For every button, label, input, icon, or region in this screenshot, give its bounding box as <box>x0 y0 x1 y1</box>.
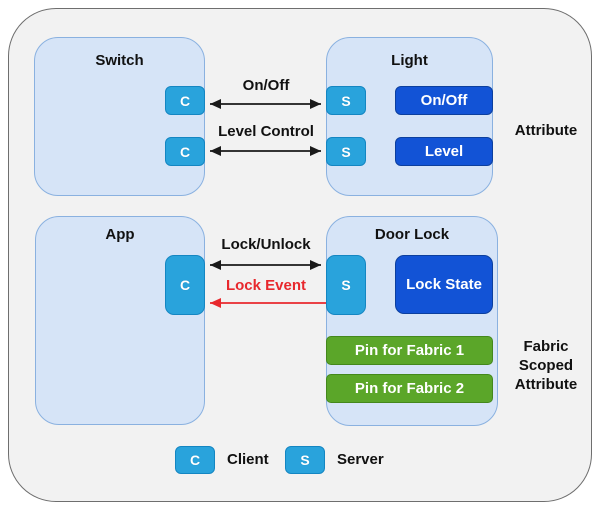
app-client-port-badge: C <box>165 255 205 315</box>
on-off-attribute: On/Off <box>395 86 493 115</box>
pin-fabric-1-attribute: Pin for Fabric 1 <box>326 336 493 365</box>
legend-client-badge: C <box>175 446 215 474</box>
lock-unlock-interaction-label: Lock/Unlock <box>221 236 311 253</box>
node-app-title: App <box>105 226 135 243</box>
door-lock-server-port-badge: S <box>326 255 366 315</box>
level-control-interaction-label: Level Control <box>218 123 314 140</box>
lock-event-interaction-label: Lock Event <box>225 277 307 294</box>
legend-server-badge: S <box>285 446 325 474</box>
node-light-title: Light <box>391 52 428 69</box>
node-door-lock-title: Door Lock <box>374 226 450 243</box>
node-app: App <box>35 216 205 425</box>
light-server-port-badge: S <box>326 86 366 115</box>
legend-client-label: Client <box>227 451 269 468</box>
switch-client-port-badge: C <box>165 137 205 166</box>
switch-client-port-badge: C <box>165 86 205 115</box>
legend-server-label: Server <box>337 451 384 468</box>
light-server-port-badge: S <box>326 137 366 166</box>
attribute-annotation: Attribute <box>514 122 578 139</box>
lock-state-attribute: Lock State <box>395 255 493 314</box>
fabric-scoped-attribute-annotation: Fabric Scoped Attribute <box>514 338 578 393</box>
node-switch-title: Switch <box>95 52 144 69</box>
on-off-interaction-label: On/Off <box>242 77 290 94</box>
pin-fabric-2-attribute: Pin for Fabric 2 <box>326 374 493 403</box>
level-attribute: Level <box>395 137 493 166</box>
node-switch: Switch <box>34 37 205 196</box>
node-light: Light <box>326 37 493 196</box>
